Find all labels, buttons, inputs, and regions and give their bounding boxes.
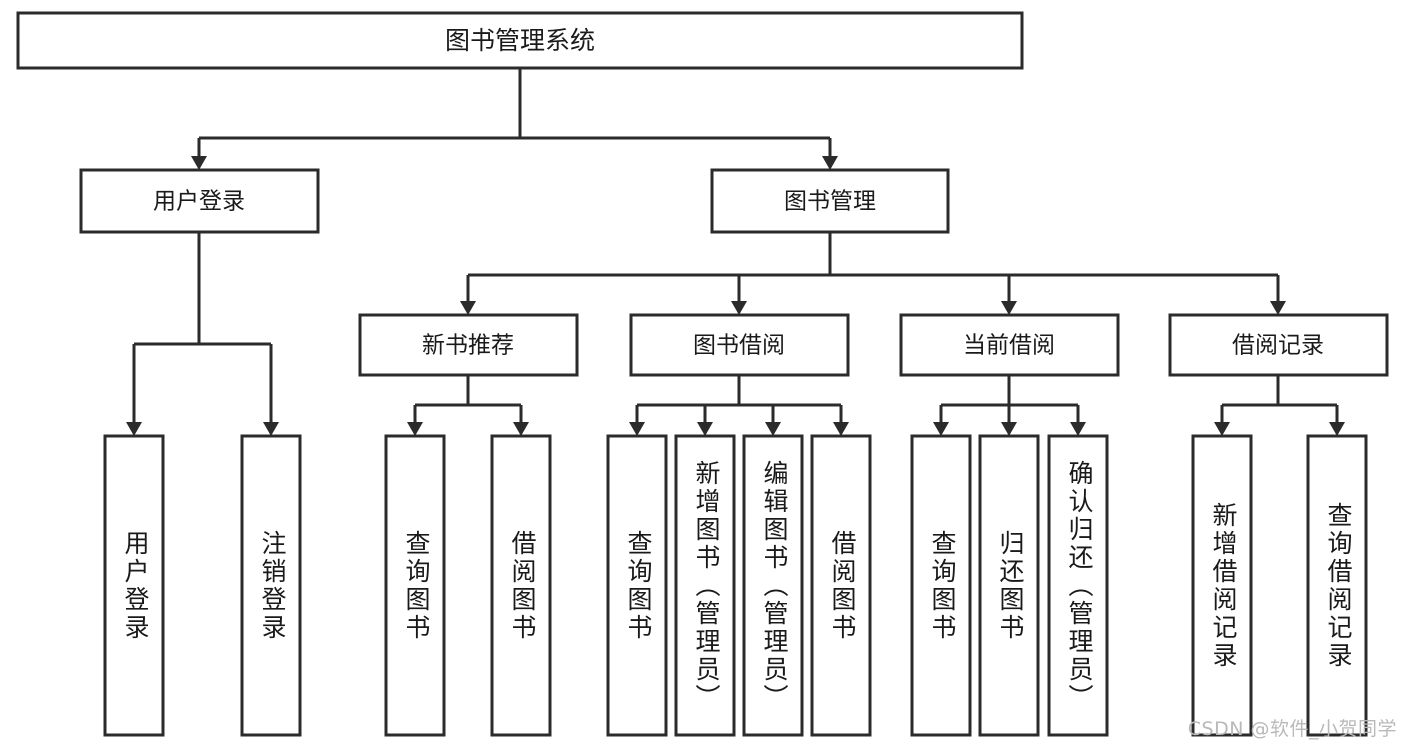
arrow-head-borrow: [731, 301, 747, 315]
node-leaf-book-borrow-2[interactable]: 新增图书（管理员）: [674, 434, 736, 737]
node-root-box[interactable]: [16, 11, 1024, 70]
node-current-borrow-label: 当前借阅: [963, 333, 1055, 359]
arrow-head-userlogin-leaf-1: [126, 422, 142, 436]
node-leaf-book-borrow-4[interactable]: 借阅图书: [810, 434, 872, 737]
node-root-label: 图书管理系统: [445, 26, 595, 55]
node-leaf-user-login-2[interactable]: 注销登录: [240, 434, 302, 737]
node-leaf-label: 用户登录: [121, 530, 150, 642]
node-leaf-box[interactable]: [1047, 434, 1109, 737]
node-book-management[interactable]: 图书管理: [710, 168, 950, 234]
node-leaf-borrow-record-2[interactable]: 查询借阅记录: [1306, 434, 1368, 737]
node-borrow-record-label: 借阅记录: [1232, 333, 1324, 359]
node-leaf-book-borrow-3[interactable]: 编辑图书（管理员）: [742, 434, 804, 737]
arrow-head-current-leaf-2: [1001, 422, 1017, 436]
node-leaf-label: 归还图书: [996, 530, 1025, 642]
node-leaf-label: 借阅图书: [508, 530, 537, 642]
node-leaf-new-book-2[interactable]: 借阅图书: [490, 434, 552, 737]
arrow-head-borrow-leaf-3: [765, 422, 781, 436]
connector-layer: [126, 68, 1345, 436]
node-leaf-current-borrow-1[interactable]: 查询图书: [910, 434, 972, 737]
node-book-management-label: 图书管理: [784, 189, 876, 215]
node-leaf-label: 查询图书: [402, 530, 431, 642]
node-current-borrow[interactable]: 当前借阅: [899, 313, 1120, 377]
node-root-book-management-system[interactable]: 图书管理系统: [16, 11, 1024, 70]
node-book-borrow-label: 图书借阅: [693, 333, 785, 359]
node-borrow-record-box[interactable]: [1168, 313, 1389, 377]
node-leaf-label: 查询图书: [624, 530, 653, 642]
arrow-head-current-leaf-1: [933, 422, 949, 436]
node-leaf-new-book-1[interactable]: 查询图书: [384, 434, 446, 737]
node-book-borrow[interactable]: 图书借阅: [629, 313, 850, 377]
arrow-head-user-login: [191, 156, 207, 170]
node-leaf-box[interactable]: [978, 434, 1040, 737]
node-new-book-recommend-label: 新书推荐: [422, 333, 514, 359]
node-leaf-current-borrow-2[interactable]: 归还图书: [978, 434, 1040, 737]
node-leaf-label: 确认归还（管理员）: [1065, 460, 1094, 712]
node-leaf-label: 查询图书: [928, 530, 957, 642]
arrow-head-newbook-leaf-2: [513, 422, 529, 436]
node-leaf-box[interactable]: [810, 434, 872, 737]
node-book-borrow-box[interactable]: [629, 313, 850, 377]
arrow-head-record-leaf-2: [1329, 422, 1345, 436]
node-leaf-box[interactable]: [490, 434, 552, 737]
node-current-borrow-box[interactable]: [899, 313, 1120, 377]
node-leaf-borrow-record-1[interactable]: 新增借阅记录: [1191, 434, 1253, 737]
node-new-book-recommend-box[interactable]: [358, 313, 579, 377]
arrow-head-record: [1270, 301, 1286, 315]
node-leaf-book-borrow-1[interactable]: 查询图书: [606, 434, 668, 737]
node-leaf-label: 编辑图书（管理员）: [760, 460, 789, 712]
arrow-head-newbook-leaf-1: [407, 422, 423, 436]
node-leaf-box[interactable]: [103, 434, 165, 737]
node-leaf-box[interactable]: [742, 434, 804, 737]
node-leaf-box[interactable]: [910, 434, 972, 737]
arrow-head-new-book: [460, 301, 476, 315]
node-leaf-label: 借阅图书: [828, 530, 857, 642]
node-leaf-box[interactable]: [384, 434, 446, 737]
node-leaf-label: 新增图书（管理员）: [692, 460, 721, 712]
node-leaf-label: 查询借阅记录: [1324, 502, 1353, 670]
node-leaf-label: 新增借阅记录: [1209, 502, 1238, 670]
node-user-login-box[interactable]: [79, 168, 320, 234]
node-leaf-box[interactable]: [1306, 434, 1368, 737]
node-leaf-box[interactable]: [1191, 434, 1253, 737]
node-new-book-recommend[interactable]: 新书推荐: [358, 313, 579, 377]
arrow-head-borrow-leaf-4: [833, 422, 849, 436]
node-book-management-box[interactable]: [710, 168, 950, 234]
arrow-head-borrow-leaf-2: [697, 422, 713, 436]
node-leaf-box[interactable]: [240, 434, 302, 737]
node-leaf-box[interactable]: [606, 434, 668, 737]
arrow-head-current: [1001, 301, 1017, 315]
node-borrow-record[interactable]: 借阅记录: [1168, 313, 1389, 377]
node-user-login-label: 用户登录: [153, 189, 245, 215]
node-user-login[interactable]: 用户登录: [79, 168, 320, 234]
node-leaf-label: 注销登录: [258, 530, 287, 642]
arrow-head-borrow-leaf-1: [629, 422, 645, 436]
node-leaf-user-login-1[interactable]: 用户登录: [103, 434, 165, 737]
node-leaf-current-borrow-3[interactable]: 确认归还（管理员）: [1047, 434, 1109, 737]
arrow-head-current-leaf-3: [1070, 422, 1086, 436]
arrow-head-book-mgmt: [822, 156, 838, 170]
node-leaf-box[interactable]: [674, 434, 736, 737]
arrow-head-record-leaf-1: [1214, 422, 1230, 436]
arrow-head-userlogin-leaf-2: [263, 422, 279, 436]
